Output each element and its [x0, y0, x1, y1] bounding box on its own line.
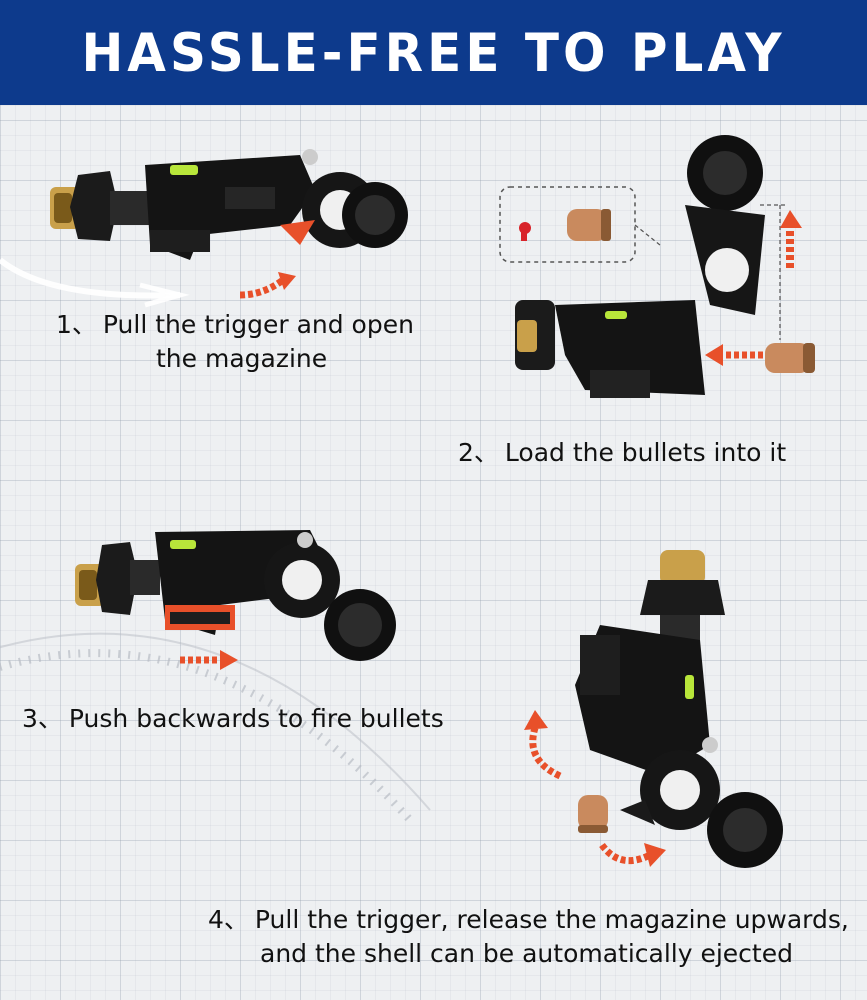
step-4-number: 4、: [208, 905, 249, 934]
step-1-text: 1、Pull the trigger and open the magazine: [56, 308, 414, 376]
page-title: HASSLE-FREE TO PLAY: [81, 22, 786, 83]
toy-gun-closed-icon: [50, 149, 408, 260]
arrow-curved-right-icon: [599, 842, 666, 867]
arrow-icon: [239, 272, 296, 299]
decorative-swoosh: [0, 257, 190, 308]
step-2-line-1: Load the bullets into it: [504, 438, 787, 467]
step-3-text: 3、Push backwards to fire bullets: [22, 702, 444, 736]
step-2-number: 2、: [458, 438, 499, 467]
step-3-line-1: Push backwards to fire bullets: [68, 704, 444, 733]
step-4-line-2: and the shell can be automatically eject…: [260, 939, 793, 968]
toy-gun-fire-icon: [75, 530, 396, 661]
step-1-line-1: Pull the trigger and open: [102, 310, 414, 339]
toy-gun-eject-icon: [575, 550, 783, 868]
arrow-up-icon: [780, 210, 802, 268]
step-1-line-2: the magazine: [156, 344, 328, 373]
step-3-number: 3、: [22, 704, 63, 733]
arrow-left-icon: [705, 344, 763, 366]
step-1-number: 1、: [56, 310, 97, 339]
title-banner: HASSLE-FREE TO PLAY: [0, 0, 867, 105]
decorative-arc: [0, 632, 431, 823]
step-4-text: 4、Pull the trigger, release the magazine…: [208, 903, 849, 971]
arrow-curved-up-icon: [524, 710, 562, 780]
toy-gun-open-magazine-icon: [499, 135, 815, 398]
step-4-line-1: Pull the trigger, release the magazine u…: [254, 905, 849, 934]
arrow-right-icon: [180, 650, 238, 670]
step-2-text: 2、Load the bullets into it: [458, 436, 786, 470]
